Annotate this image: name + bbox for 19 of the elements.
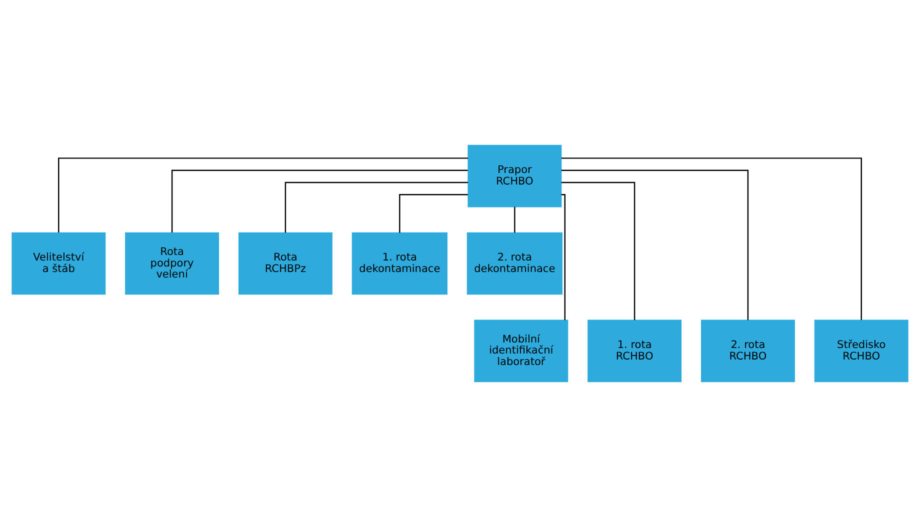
connector xyxy=(561,157,862,320)
node-box: Rota podpory velení xyxy=(125,232,220,294)
connector xyxy=(561,194,566,320)
node-box: Mobilní identifikační laboratoř xyxy=(474,319,568,382)
connector xyxy=(561,169,749,320)
node-box: 1. rota RCHBO xyxy=(588,319,682,382)
connector xyxy=(171,169,468,232)
node-box: Velitelství a štáb xyxy=(12,232,106,294)
node-box: 2. rota RCHBO xyxy=(700,319,795,382)
connector xyxy=(561,181,636,320)
node-box: 1. rota dekontaminace xyxy=(352,232,448,294)
connector xyxy=(58,157,468,232)
connector xyxy=(514,206,516,232)
connector xyxy=(399,194,468,232)
node-box: Prapor RCHBO xyxy=(468,144,562,207)
connector xyxy=(284,181,468,232)
node-box: Středisko RCHBO xyxy=(814,319,908,382)
node-box: 2. rota dekontaminace xyxy=(466,232,562,294)
node-box: Rota RCHBPz xyxy=(238,232,332,294)
